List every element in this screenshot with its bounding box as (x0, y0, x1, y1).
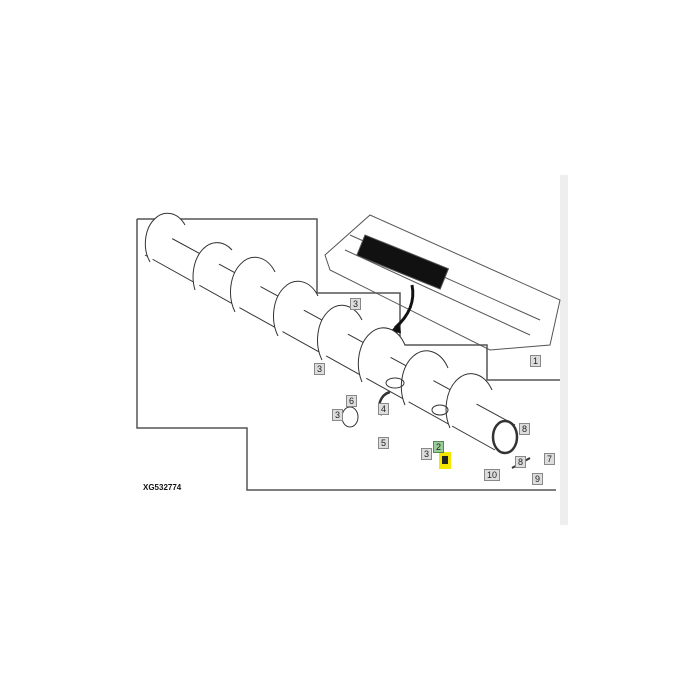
callout-3[interactable]: 3 (314, 363, 326, 375)
inset-frame (136, 218, 560, 491)
callout-10[interactable]: 10 (484, 469, 501, 481)
callout-2-highlighted[interactable]: 2 (433, 441, 445, 453)
callout-1[interactable]: 1 (530, 355, 542, 367)
callout-5[interactable]: 5 (378, 437, 390, 449)
callout-3[interactable]: 3 (421, 448, 433, 460)
callout-9[interactable]: 9 (532, 473, 544, 485)
callout-6[interactable]: 6 (346, 395, 358, 407)
callout-4[interactable]: 4 (378, 403, 390, 415)
callout-8[interactable]: 8 (515, 456, 527, 468)
callout-7[interactable]: 7 (544, 453, 556, 465)
scrollbar[interactable] (560, 175, 568, 525)
callout-8[interactable]: 8 (519, 423, 531, 435)
callout-3[interactable]: 3 (350, 298, 362, 310)
header-overview (324, 214, 561, 351)
callout-3[interactable]: 3 (332, 409, 344, 421)
auger (144, 212, 531, 469)
diagram-code: XG532774 (143, 483, 182, 492)
